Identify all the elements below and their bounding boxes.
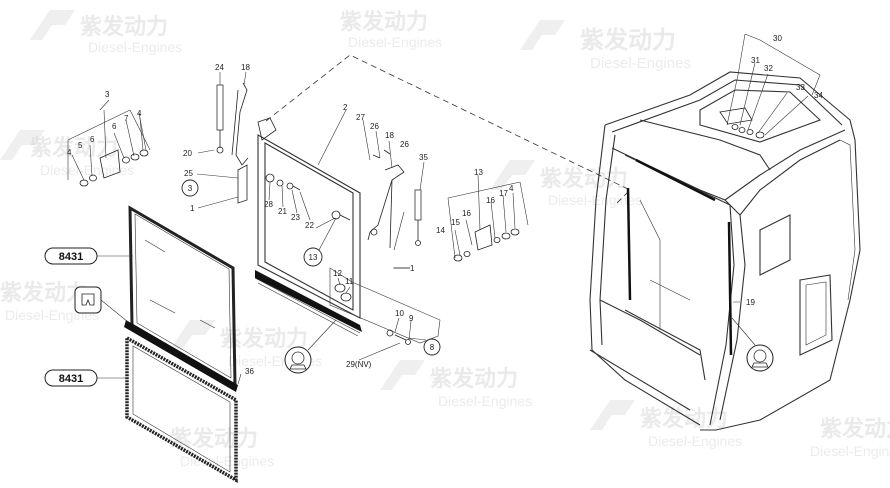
window-glass-lower <box>125 334 238 484</box>
label-22: 22 <box>305 221 314 230</box>
watermark-brand: 紫发动力 <box>430 366 518 391</box>
watermark-brand: 紫发动力 <box>170 426 258 451</box>
callout-circle-8: 8 <box>423 338 441 356</box>
label-18: 18 <box>385 131 394 140</box>
label-16: 16 <box>486 196 495 205</box>
gas-strut-24 <box>216 84 224 154</box>
label-27: 27 <box>356 113 365 122</box>
hinge-25 <box>237 164 248 204</box>
label-33: 33 <box>796 83 805 92</box>
ref-box-upper[interactable]: 8431 <box>44 247 133 265</box>
watermark-brand: 紫发动力 <box>540 166 628 191</box>
label-30: 30 <box>773 34 782 43</box>
watermark-sub: Diesel-Engines <box>180 453 274 469</box>
label-6: 6 <box>112 122 117 131</box>
label-20: 20 <box>183 149 192 158</box>
label-29nv: 29(NV) <box>346 360 372 369</box>
label-9: 9 <box>409 314 414 323</box>
label-13: 13 <box>474 168 483 177</box>
label-17: 17 <box>499 189 508 198</box>
label-24: 24 <box>215 63 224 72</box>
grease-icon-left <box>284 319 337 374</box>
label-34: 34 <box>814 91 823 100</box>
watermark-brand: 紫发动力 <box>640 406 728 431</box>
label-7: 7 <box>124 114 129 123</box>
svg-text:13: 13 <box>309 253 318 262</box>
label-15: 15 <box>451 218 460 227</box>
watermark-brand: 紫发动力 <box>30 135 118 160</box>
label-4: 4 <box>509 184 514 193</box>
label-28: 28 <box>264 200 273 209</box>
label-16: 16 <box>462 209 471 218</box>
label-19: 19 <box>746 298 755 307</box>
label-11: 11 <box>345 277 354 286</box>
watermark-sub: Diesel-Engines <box>648 433 742 449</box>
part-labels: 3 4 7 6 6 5 4 24 18 2 27 26 18 26 35 20 … <box>67 34 823 376</box>
cab-parts-31-34 <box>731 124 765 139</box>
label-23: 23 <box>291 213 300 222</box>
ref-box-lower[interactable]: 8431 <box>44 369 128 387</box>
leader-lines <box>99 33 821 385</box>
bracket-18-left <box>231 82 249 166</box>
label-26: 26 <box>400 140 409 149</box>
label-1: 1 <box>410 264 415 273</box>
label-12: 12 <box>333 269 342 278</box>
label-26: 26 <box>370 122 379 131</box>
callout-circle-3: 3 <box>181 179 199 197</box>
watermark-sub: Diesel-Engines <box>810 443 890 459</box>
label-21: 21 <box>278 207 287 216</box>
ref-label-upper: 8431 <box>59 251 83 263</box>
svg-text:8: 8 <box>430 343 435 352</box>
watermark-sub: Diesel-Engines <box>40 162 134 178</box>
label-14: 14 <box>436 226 445 235</box>
latch-assembly-right <box>367 149 422 269</box>
watermark-sub: Diesel-Engines <box>438 393 532 409</box>
label-4: 4 <box>137 109 142 118</box>
watermark-brand: 紫发动力 <box>0 280 88 305</box>
label-6: 6 <box>90 135 95 144</box>
watermark-brand: 紫发动力 <box>340 9 428 34</box>
cab-frame <box>589 71 861 431</box>
callout-circle-13: 13 <box>303 217 337 267</box>
label-32: 32 <box>764 64 773 73</box>
label-25: 25 <box>184 169 193 178</box>
seal-strip <box>124 320 238 392</box>
grease-icon-right <box>731 317 774 372</box>
label-2: 2 <box>343 103 348 112</box>
door-frame <box>254 117 362 337</box>
sealant-icon <box>74 286 129 323</box>
watermark-sub: Diesel-Engines <box>88 39 182 55</box>
watermark-brand: 紫发动力 <box>580 26 676 54</box>
label-31: 31 <box>751 56 760 65</box>
label-4: 4 <box>67 148 72 157</box>
label-35: 35 <box>419 153 428 162</box>
hinge-group-right <box>447 181 529 262</box>
ref-label-lower: 8431 <box>59 373 83 385</box>
watermark-sub: Diesel-Engines <box>548 192 642 208</box>
watermark-sub: Diesel-Engines <box>590 55 691 72</box>
hinge-group-left <box>67 109 151 187</box>
watermark-brand: 紫发动力 <box>80 14 168 39</box>
watermark-layer: 紫发动力 Diesel-Engines 紫发动力 Diesel-Engines … <box>0 9 890 469</box>
label-1: 1 <box>190 204 195 213</box>
label-10: 10 <box>395 309 404 318</box>
dashed-connector <box>265 54 631 206</box>
svg-text:3: 3 <box>188 184 193 193</box>
watermark-brand: 紫发动力 <box>820 416 890 441</box>
label-18: 18 <box>241 63 250 72</box>
watermark-sub: Diesel-Engines <box>348 34 442 50</box>
label-5: 5 <box>78 141 83 150</box>
label-36: 36 <box>245 367 254 376</box>
label-3: 3 <box>105 90 110 99</box>
